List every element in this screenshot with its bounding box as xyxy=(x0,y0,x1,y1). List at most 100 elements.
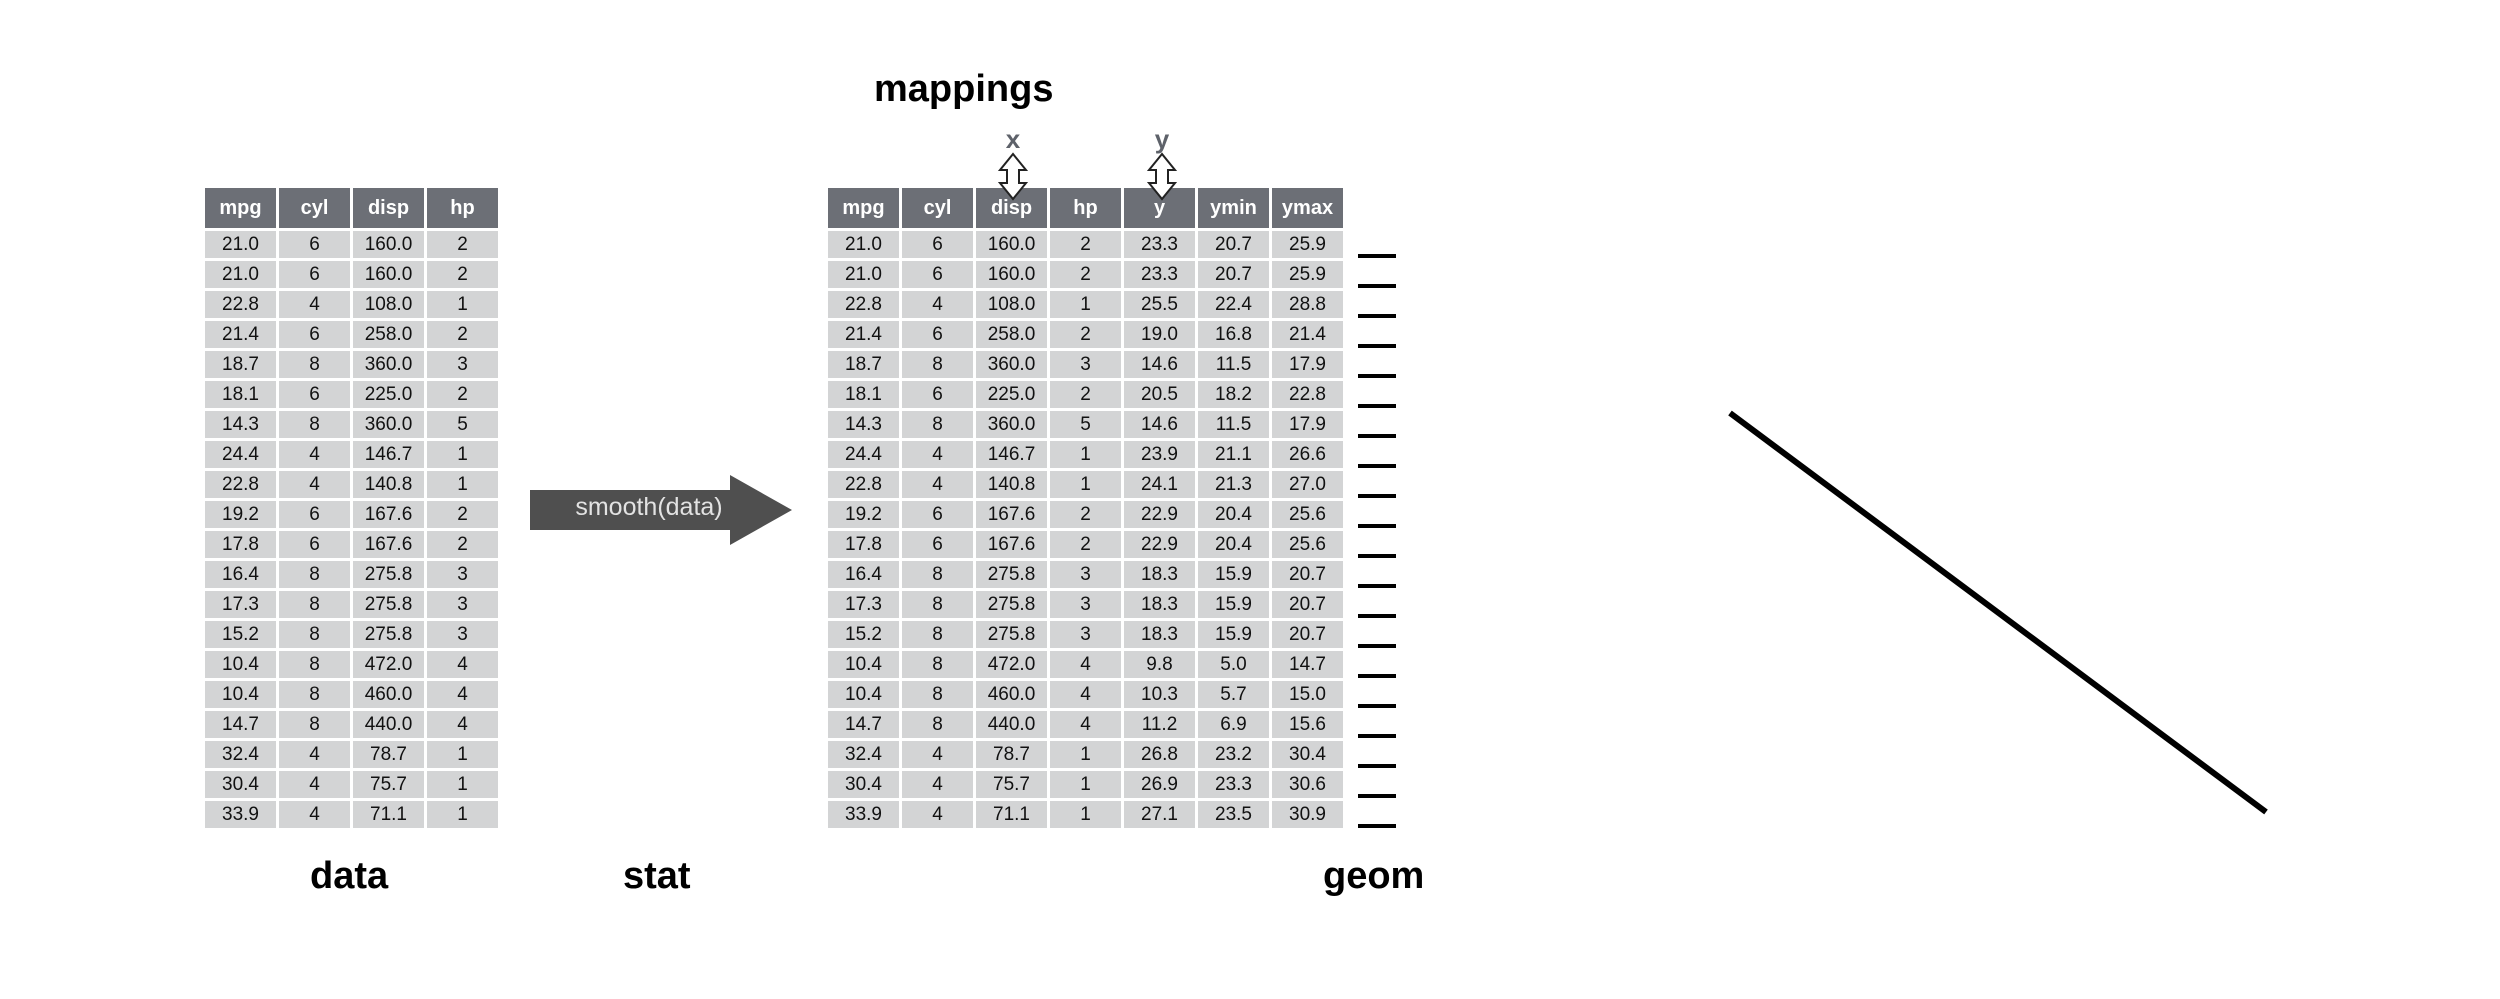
table-cell: 20.5 xyxy=(1124,381,1195,408)
table-cell: 6 xyxy=(902,501,973,528)
table-cell: 15.2 xyxy=(205,621,276,648)
table-cell: 4 xyxy=(1050,681,1121,708)
table-cell: 8 xyxy=(279,681,350,708)
table-cell: 8 xyxy=(902,651,973,678)
geom-tick-mark xyxy=(1358,284,1396,288)
table-cell: 2 xyxy=(427,261,498,288)
table-cell: 21.4 xyxy=(828,321,899,348)
table-cell: 17.3 xyxy=(205,591,276,618)
table-cell: 10.4 xyxy=(205,681,276,708)
table-cell: 10.4 xyxy=(828,651,899,678)
table-cell: 21.4 xyxy=(205,321,276,348)
table-cell: 160.0 xyxy=(976,261,1047,288)
column-header: hp xyxy=(427,188,498,228)
geom-tick-mark xyxy=(1358,344,1396,348)
table-cell: 22.8 xyxy=(828,471,899,498)
mappings-label: mappings xyxy=(874,68,1054,110)
table-cell: 24.4 xyxy=(828,441,899,468)
table-cell: 2 xyxy=(1050,501,1121,528)
table-cell: 6 xyxy=(902,321,973,348)
column-header: cyl xyxy=(902,188,973,228)
table-cell: 32.4 xyxy=(828,741,899,768)
table-cell: 23.5 xyxy=(1198,801,1269,828)
table-cell: 275.8 xyxy=(353,591,424,618)
column-header: disp xyxy=(353,188,424,228)
table-cell: 1 xyxy=(427,771,498,798)
table-cell: 140.8 xyxy=(353,471,424,498)
table-cell: 14.3 xyxy=(828,411,899,438)
table-cell: 9.8 xyxy=(1124,651,1195,678)
geom-tick-mark xyxy=(1358,524,1396,528)
table-cell: 28.8 xyxy=(1272,291,1343,318)
table-cell: 14.7 xyxy=(1272,651,1343,678)
geom-tick-mark xyxy=(1358,404,1396,408)
table-cell: 1 xyxy=(427,471,498,498)
table-cell: 1 xyxy=(1050,291,1121,318)
table-cell: 1 xyxy=(427,741,498,768)
table-cell: 10.4 xyxy=(205,651,276,678)
table-cell: 18.7 xyxy=(828,351,899,378)
geom-tick-mark xyxy=(1358,494,1396,498)
table-cell: 167.6 xyxy=(353,531,424,558)
table-cell: 225.0 xyxy=(353,381,424,408)
table-cell: 75.7 xyxy=(353,771,424,798)
table-cell: 6 xyxy=(279,501,350,528)
table-cell: 4 xyxy=(427,681,498,708)
table-cell: 4 xyxy=(427,711,498,738)
column-header: cyl xyxy=(279,188,350,228)
table-cell: 1 xyxy=(1050,441,1121,468)
table-cell: 8 xyxy=(279,411,350,438)
table-cell: 20.7 xyxy=(1272,561,1343,588)
table-cell: 23.3 xyxy=(1198,771,1269,798)
table-cell: 4 xyxy=(1050,651,1121,678)
table-cell: 21.0 xyxy=(828,231,899,258)
table-cell: 2 xyxy=(427,381,498,408)
table-cell: 5 xyxy=(1050,411,1121,438)
table-cell: 3 xyxy=(427,591,498,618)
table-cell: 460.0 xyxy=(976,681,1047,708)
table-cell: 3 xyxy=(427,351,498,378)
table-cell: 16.8 xyxy=(1198,321,1269,348)
table-cell: 11.5 xyxy=(1198,411,1269,438)
table-cell: 16.4 xyxy=(205,561,276,588)
table-cell: 30.4 xyxy=(205,771,276,798)
y-mapping-label: y xyxy=(1154,124,1170,154)
table-cell: 1 xyxy=(1050,771,1121,798)
table-cell: 14.6 xyxy=(1124,411,1195,438)
table-cell: 8 xyxy=(279,711,350,738)
data-label: data xyxy=(310,855,389,897)
table-cell: 71.1 xyxy=(976,801,1047,828)
table-cell: 440.0 xyxy=(353,711,424,738)
table-cell: 1 xyxy=(427,441,498,468)
geom-tick-mark xyxy=(1358,614,1396,618)
table-cell: 22.8 xyxy=(1272,381,1343,408)
table-cell: 21.4 xyxy=(1272,321,1343,348)
table-cell: 275.8 xyxy=(976,561,1047,588)
stat-arrow-icon xyxy=(530,475,792,545)
table-cell: 1 xyxy=(1050,471,1121,498)
table-cell: 25.5 xyxy=(1124,291,1195,318)
table-cell: 16.4 xyxy=(828,561,899,588)
table-cell: 160.0 xyxy=(976,231,1047,258)
table-cell: 1 xyxy=(427,291,498,318)
table-cell: 140.8 xyxy=(976,471,1047,498)
table-cell: 27.1 xyxy=(1124,801,1195,828)
table-cell: 2 xyxy=(427,501,498,528)
table-cell: 4 xyxy=(902,291,973,318)
table-cell: 3 xyxy=(427,621,498,648)
table-cell: 14.6 xyxy=(1124,351,1195,378)
table-cell: 360.0 xyxy=(976,411,1047,438)
